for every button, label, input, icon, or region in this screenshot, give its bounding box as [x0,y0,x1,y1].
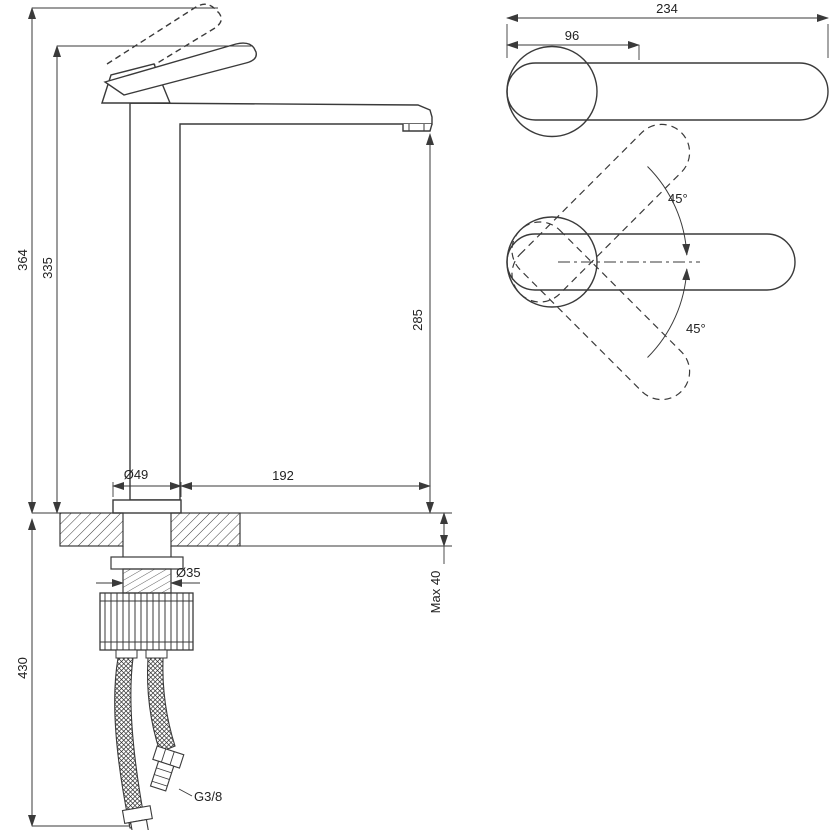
dim-label-angle-up: 45° [668,191,688,206]
dim-connection-thread: G3/8 [178,788,222,804]
supply-hose-right [146,657,176,753]
dim-label-total-height: 364 [15,249,30,271]
dim-label-hole-diameter: Ø35 [176,565,201,580]
angle-arc-down [647,268,691,358]
top-view-spout [506,62,829,121]
hose-ferrule-right [145,649,168,659]
top-view: 234 96 [506,1,829,138]
top-view-body-circle [506,45,598,138]
countertop-right [170,512,241,547]
hose-fitting-right [149,745,185,792]
front-view [59,3,452,830]
dim-label-body-length: 96 [565,28,579,43]
dim-body-length: 96 [506,28,640,60]
dim-label-under-counter: 430 [15,657,30,679]
dim-label-connection-thread: G3/8 [194,789,222,804]
dim-label-base-diameter: Ø49 [124,467,149,482]
dim-body-height: 335 [40,45,252,514]
dim-total-height: 364 [15,7,218,514]
dim-label-total-length: 234 [656,1,678,16]
lever-handle [103,42,257,96]
handle-raised-dashed [106,3,222,77]
dim-label-body-height: 335 [40,257,55,279]
washer [110,556,184,570]
mounting-nut [99,592,194,651]
threaded-shank [122,568,172,594]
dim-label-spout-reach: 192 [272,468,294,483]
dim-label-deck-thickness: Max 40 [428,571,443,614]
hose-fitting-left [121,805,153,830]
dim-hole-diameter: Ø35 [96,565,201,587]
dim-swivel-angle: 45° 45° [647,166,706,358]
dim-label-angle-down: 45° [686,321,706,336]
dim-spout-reach: 192 [180,468,431,490]
dim-under-counter: 430 [15,518,130,827]
angle-arc-up [647,166,691,256]
front-view-dimensions: 364 335 430 Ø49 192 285 [15,7,448,827]
faucet-body-spout [129,102,433,501]
countertop-left [59,512,124,547]
swivel-spout-up-dashed [511,123,691,303]
supply-hose-left [114,657,147,829]
aerator [402,123,433,132]
dim-label-spout-height: 285 [410,309,425,331]
dim-deck-thickness: Max 40 [428,512,448,614]
dim-spout-height: 285 [410,133,434,514]
base-pedestal [112,499,182,514]
dim-total-length: 234 [506,1,829,58]
dim-base-diameter: Ø49 [112,467,182,497]
hose-ferrule-left [115,649,138,659]
swivel-view: 45° 45° [506,123,796,401]
swivel-spout-down-dashed [511,221,691,401]
